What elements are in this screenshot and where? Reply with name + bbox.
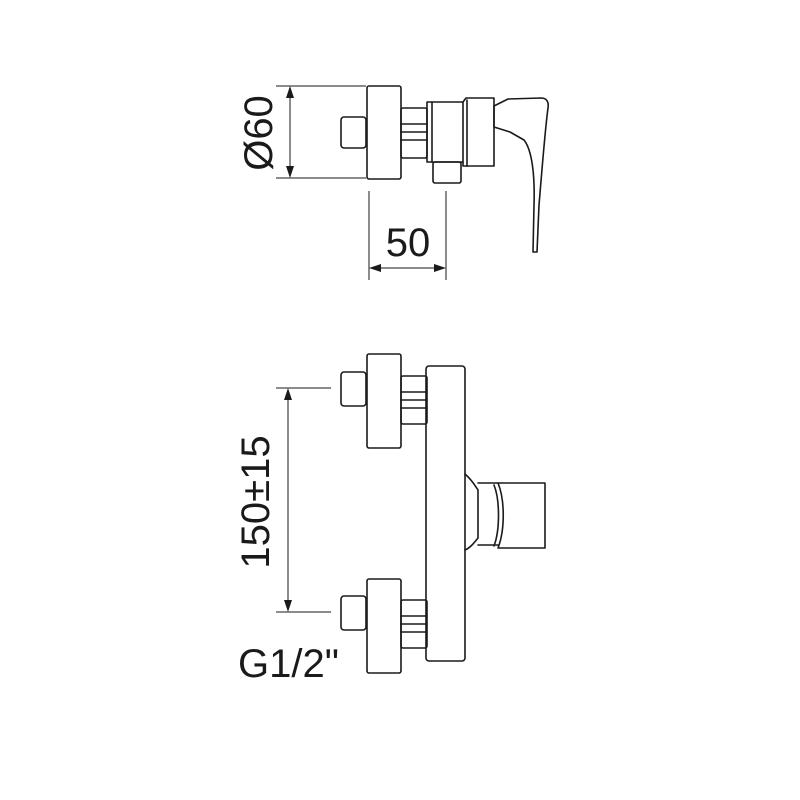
- upper-wall-flange: [366, 353, 402, 449]
- depth-label: 50: [386, 221, 431, 265]
- arrow-up: [284, 388, 292, 400]
- side-view: Ø60 50: [237, 85, 549, 280]
- lower-wall-flange: [366, 578, 402, 674]
- arrow-right: [434, 264, 446, 272]
- arrow-down: [284, 600, 292, 612]
- cartridge-housing: [464, 473, 479, 551]
- lever-handle: [493, 97, 549, 253]
- mixer-body: [425, 365, 466, 662]
- thread-label: G1/2": [238, 642, 339, 686]
- hex-nut: [400, 107, 428, 159]
- lever-curve: [493, 484, 500, 547]
- shower-outlet: [432, 161, 462, 184]
- lower-eccentric-nut: [340, 595, 367, 631]
- wall-flange: [366, 85, 402, 180]
- spacing-label: 150±15: [234, 435, 278, 568]
- arrow-down: [286, 166, 294, 178]
- upper-eccentric-nut: [340, 371, 367, 407]
- eccentric-nut: [340, 116, 367, 149]
- lever-handle: [497, 482, 546, 549]
- front-view: 150±15 G1/2": [234, 353, 546, 686]
- arrow-up: [286, 86, 294, 98]
- arrow-left: [369, 264, 381, 272]
- mixer-body: [426, 97, 495, 167]
- diameter-label: Ø60: [237, 95, 281, 171]
